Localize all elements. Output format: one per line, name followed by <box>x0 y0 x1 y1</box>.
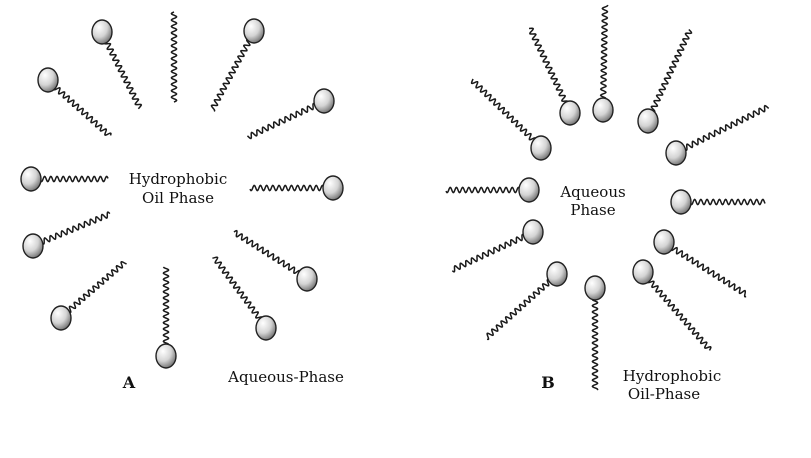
hydrophilic-head <box>632 259 654 285</box>
panel-b-reverse-micelle <box>445 4 770 391</box>
hydrophobic-tail <box>67 260 127 314</box>
hydrophilic-head <box>22 233 44 259</box>
panel-a-letter: A <box>122 373 136 392</box>
surfactant-molecule <box>665 104 770 166</box>
panel-a-center-label-line2: Oil Phase <box>142 189 214 207</box>
surfactant-molecule <box>528 27 581 126</box>
hydrophobic-tail <box>451 233 526 273</box>
panel-b-center-label-line2: Phase <box>570 201 615 219</box>
panel-a-outer-label: Aqueous-Phase <box>227 368 344 386</box>
hydrophilic-head <box>559 100 581 126</box>
hydrophobic-tail <box>249 184 325 192</box>
hydrophobic-tail <box>470 78 537 142</box>
surfactant-molecule <box>210 18 265 112</box>
surfactant-molecule <box>20 166 109 192</box>
surfactant-molecule <box>50 260 127 331</box>
surfactant-molecule <box>22 211 111 259</box>
surfactant-molecule <box>670 189 766 215</box>
hydrophilic-head <box>670 189 692 215</box>
hydrophilic-head <box>653 229 675 255</box>
hydrophilic-head <box>637 108 659 134</box>
hydrophilic-head <box>91 19 113 45</box>
panel-a-center-label-line1: Hydrophobic <box>129 170 227 188</box>
hydrophobic-tail <box>647 279 712 351</box>
hydrophilic-head <box>20 166 42 192</box>
surfactant-molecule <box>637 28 693 134</box>
surfactant-molecule <box>155 266 177 369</box>
surfactant-molecule <box>584 275 606 391</box>
surfactant-molecule <box>451 219 544 273</box>
hydrophobic-tail <box>486 278 551 341</box>
panel-b-letter: B <box>541 373 555 392</box>
hydrophilic-head <box>255 315 277 341</box>
hydrophobic-tail <box>650 28 693 113</box>
hydrophilic-head <box>522 219 544 245</box>
surfactant-molecule <box>470 78 552 161</box>
hydrophilic-head <box>592 97 614 123</box>
hydrophobic-tail <box>212 256 263 321</box>
surfactant-molecule <box>233 229 318 292</box>
hydrophobic-tail <box>683 104 770 151</box>
hydrophobic-tail <box>233 229 301 275</box>
surfactant-molecule <box>653 229 747 298</box>
surfactant-molecule <box>37 67 112 136</box>
hydrophilic-head <box>546 261 568 287</box>
surfactant-molecule <box>486 261 568 341</box>
hydrophobic-tail <box>528 27 569 105</box>
hydrophobic-tail <box>210 38 251 112</box>
hydrophobic-tail <box>103 40 143 110</box>
hydrophobic-tail <box>40 211 111 245</box>
hydrophilic-head <box>530 135 552 161</box>
surfactant-molecule <box>445 177 540 203</box>
hydrophilic-head <box>50 305 72 331</box>
hydrophobic-tail <box>591 297 599 391</box>
hydrophilic-head <box>243 18 265 44</box>
hydrophobic-tail <box>670 246 747 298</box>
panel-b-center-label-line1: Aqueous <box>559 183 625 201</box>
hydrophobic-tail <box>689 198 766 206</box>
surfactant-molecule <box>592 4 614 123</box>
surfactant-molecule <box>249 175 344 201</box>
hydrophilic-head <box>37 67 59 93</box>
hydrophobic-tail <box>53 86 112 136</box>
panel-a-normal-micelle <box>20 11 344 369</box>
panel-b-outer-label-line2: Oil-Phase <box>628 385 700 403</box>
hydrophilic-head <box>322 175 344 201</box>
hydrophilic-head <box>665 140 687 166</box>
hydrophilic-head <box>518 177 540 203</box>
hydrophilic-head <box>155 343 177 369</box>
hydrophobic-tail <box>39 175 109 183</box>
hydrophobic-tail <box>599 4 609 101</box>
hydrophobic-tail <box>170 11 178 103</box>
surfactant-molecule <box>246 88 335 140</box>
surfactant-molecule <box>632 259 712 351</box>
hydrophobic-tail <box>445 186 521 194</box>
panel-b-outer-label-line1: Hydrophobic <box>623 367 721 385</box>
surfactant-molecule <box>212 256 277 341</box>
hydrophilic-head <box>313 88 335 114</box>
hydrophobic-tail <box>162 266 170 347</box>
surfactant-molecule <box>91 19 143 110</box>
hydrophilic-head <box>584 275 606 301</box>
hydrophilic-head <box>296 266 318 292</box>
hydrophobic-tail <box>246 102 317 140</box>
